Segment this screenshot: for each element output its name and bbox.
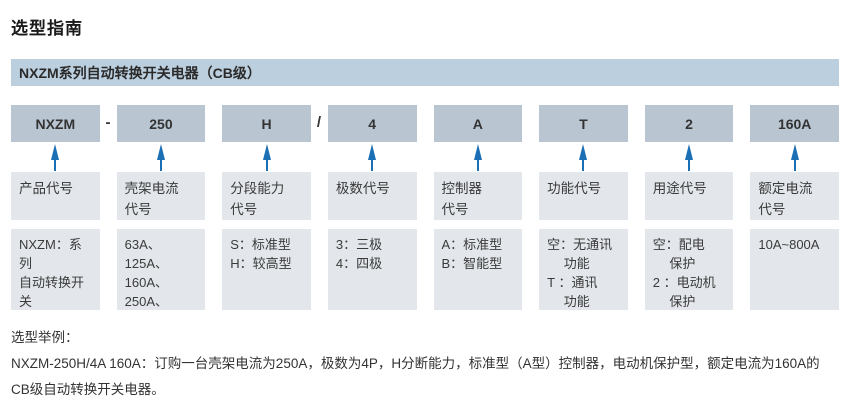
label-box: 用途代号 [644,172,734,220]
separator-dash: - [105,114,111,131]
label-box: 极数代号 [327,172,417,220]
section-header-bar: NXZM系列自动转换开关电器（CB级） [11,59,839,86]
code-box: H [222,105,311,142]
label-box: 功能代号 [539,172,628,220]
desc-box: 63A、125A、 160A、250A、 320A、400A、 630A、800… [116,229,206,310]
diagram-column-rated-current: 160A 额定电流 代号 10A~800A [750,105,839,310]
up-arrow-icon [328,142,417,172]
label-box: 额定电流 代号 [750,172,839,220]
up-arrow-icon [434,142,523,172]
label-box: 产品代号 [11,172,100,220]
desc-box: 10A~800A [750,229,839,310]
code-box: A [433,105,523,142]
diagram-column-usage: 2 用途代号 空：配电 保护 2 ：电动机 保护 [644,105,734,310]
code-box: NXZM [11,105,100,142]
diagram-column-breaking-capacity: H 分段能力 代号 S：标准型 H：较高型 [222,105,311,310]
desc-box: 空：无通讯 功能 T ：通讯 功能 [539,229,628,310]
desc-box: NXZM：系列 自动转换开关 电器（CB级） [11,229,100,310]
up-arrow-icon [11,142,100,172]
model-code-diagram: - / NXZM 产品代号 NXZM：系列 自动转换开关 电器（CB级） 250… [11,105,839,310]
code-box: 160A [750,105,839,142]
diagram-column-frame-current: 250 壳架电流 代号 63A、125A、 160A、250A、 320A、40… [116,105,206,310]
up-arrow-icon [539,142,628,172]
code-box: 4 [327,105,417,142]
label-box: 壳架电流 代号 [116,172,206,220]
separator-slash: / [316,114,322,131]
diagram-column-poles: 4 极数代号 3：三极 4：四极 [327,105,417,310]
code-box: 2 [644,105,734,142]
label-box: 分段能力 代号 [222,172,311,220]
section-header-text: NXZM系列自动转换开关电器（CB级） [19,64,261,81]
example-heading: 选型举例： [11,330,79,345]
desc-box: S：标准型 H：较高型 [222,229,311,310]
diagram-grid: NXZM 产品代号 NXZM：系列 自动转换开关 电器（CB级） 250 壳架电… [11,105,839,310]
diagram-column-function: T 功能代号 空：无通讯 功能 T ：通讯 功能 [539,105,628,310]
code-box: 250 [116,105,206,142]
desc-box: 空：配电 保护 2 ：电动机 保护 [644,229,734,310]
diagram-column-controller: A 控制器 代号 A：标准型 B：智能型 [433,105,523,310]
example-text: NXZM-250H/4A 160A：订购一台壳架电流为250A，极数为4P，H分… [11,356,820,397]
selection-example: 选型举例： NXZM-250H/4A 160A：订购一台壳架电流为250A，极数… [11,325,839,403]
desc-box: A：标准型 B：智能型 [433,229,523,310]
up-arrow-icon [222,142,311,172]
up-arrow-icon [750,142,839,172]
code-box: T [539,105,628,142]
up-arrow-icon [645,142,734,172]
page-title: 选型指南 [11,19,83,38]
label-box: 控制器 代号 [433,172,523,220]
desc-box: 3：三极 4：四极 [327,229,417,310]
diagram-column-product: NXZM 产品代号 NXZM：系列 自动转换开关 电器（CB级） [11,105,100,310]
up-arrow-icon [117,142,206,172]
